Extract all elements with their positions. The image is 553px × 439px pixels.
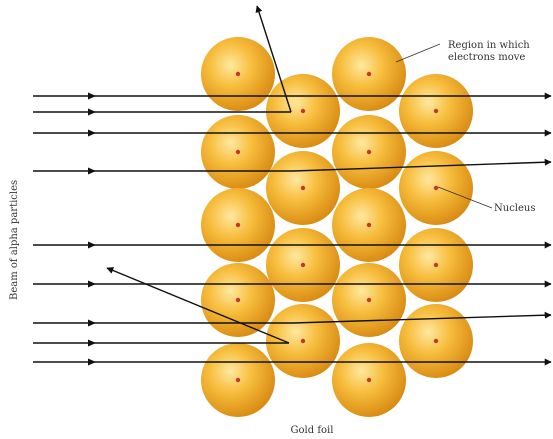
nucleus-label: Nucleus <box>494 203 535 214</box>
gold-atom <box>332 263 406 337</box>
alpha-beam-large-deflection-out <box>255 5 292 113</box>
gold-atom <box>399 304 473 378</box>
direction-arrowhead <box>88 167 96 175</box>
gold-atom <box>332 37 406 111</box>
direction-arrowhead <box>88 339 96 347</box>
nucleus-dot <box>433 262 439 268</box>
nucleus-dot <box>433 108 439 114</box>
region-label: Region in which electrons move <box>448 40 533 63</box>
alpha-beam-deflected-out <box>292 311 552 324</box>
gold-atom <box>266 304 340 378</box>
alpha-beam-deflected-out <box>292 158 552 172</box>
gold-atom <box>266 74 340 148</box>
nucleus-pointer-line <box>437 186 493 209</box>
nucleus-dot <box>366 222 372 228</box>
direction-arrowhead <box>88 241 96 249</box>
gold-atom <box>399 228 473 302</box>
nucleus-dot <box>366 71 372 77</box>
direction-arrowhead <box>88 358 96 366</box>
nucleus-dot <box>366 377 372 383</box>
gold-foil-label: Gold foil <box>291 425 334 436</box>
gold-atom <box>266 228 340 302</box>
direction-arrowhead <box>88 129 96 137</box>
nucleus-dot <box>235 71 241 77</box>
direction-arrowhead <box>88 280 96 288</box>
gold-atoms-group <box>201 37 473 417</box>
nucleus-dot <box>235 297 241 303</box>
gold-atom <box>201 343 275 417</box>
gold-atom <box>332 188 406 262</box>
alpha-beams-group <box>33 5 552 366</box>
nucleus-dot <box>366 297 372 303</box>
gold-atom <box>332 343 406 417</box>
nucleus-dot <box>433 185 439 191</box>
gold-atom <box>332 115 406 189</box>
nucleus-dot <box>300 185 306 191</box>
nucleus-dot <box>300 108 306 114</box>
gold-atom <box>201 37 275 111</box>
nucleus-dot <box>366 149 372 155</box>
direction-arrowhead <box>88 319 96 327</box>
gold-atom <box>201 115 275 189</box>
region-label-line1: Region in which <box>448 40 530 51</box>
nucleus-dot <box>433 338 439 344</box>
direction-arrowhead <box>88 92 96 100</box>
gold-atom <box>266 151 340 225</box>
region-pointer-line <box>395 43 441 63</box>
gold-atom <box>399 151 473 225</box>
nucleus-dot <box>235 377 241 383</box>
nucleus-dot <box>300 338 306 344</box>
alpha-beam-backscatter-out <box>106 267 290 344</box>
gold-atom <box>201 263 275 337</box>
nucleus-dot <box>235 149 241 155</box>
direction-arrowhead <box>88 108 96 116</box>
region-label-line2: electrons move <box>448 52 525 63</box>
gold-atom <box>201 188 275 262</box>
gold-atom <box>399 74 473 148</box>
nucleus-dot <box>300 262 306 268</box>
nucleus-dot <box>235 222 241 228</box>
beam-label: Beam of alpha particles <box>9 180 20 300</box>
